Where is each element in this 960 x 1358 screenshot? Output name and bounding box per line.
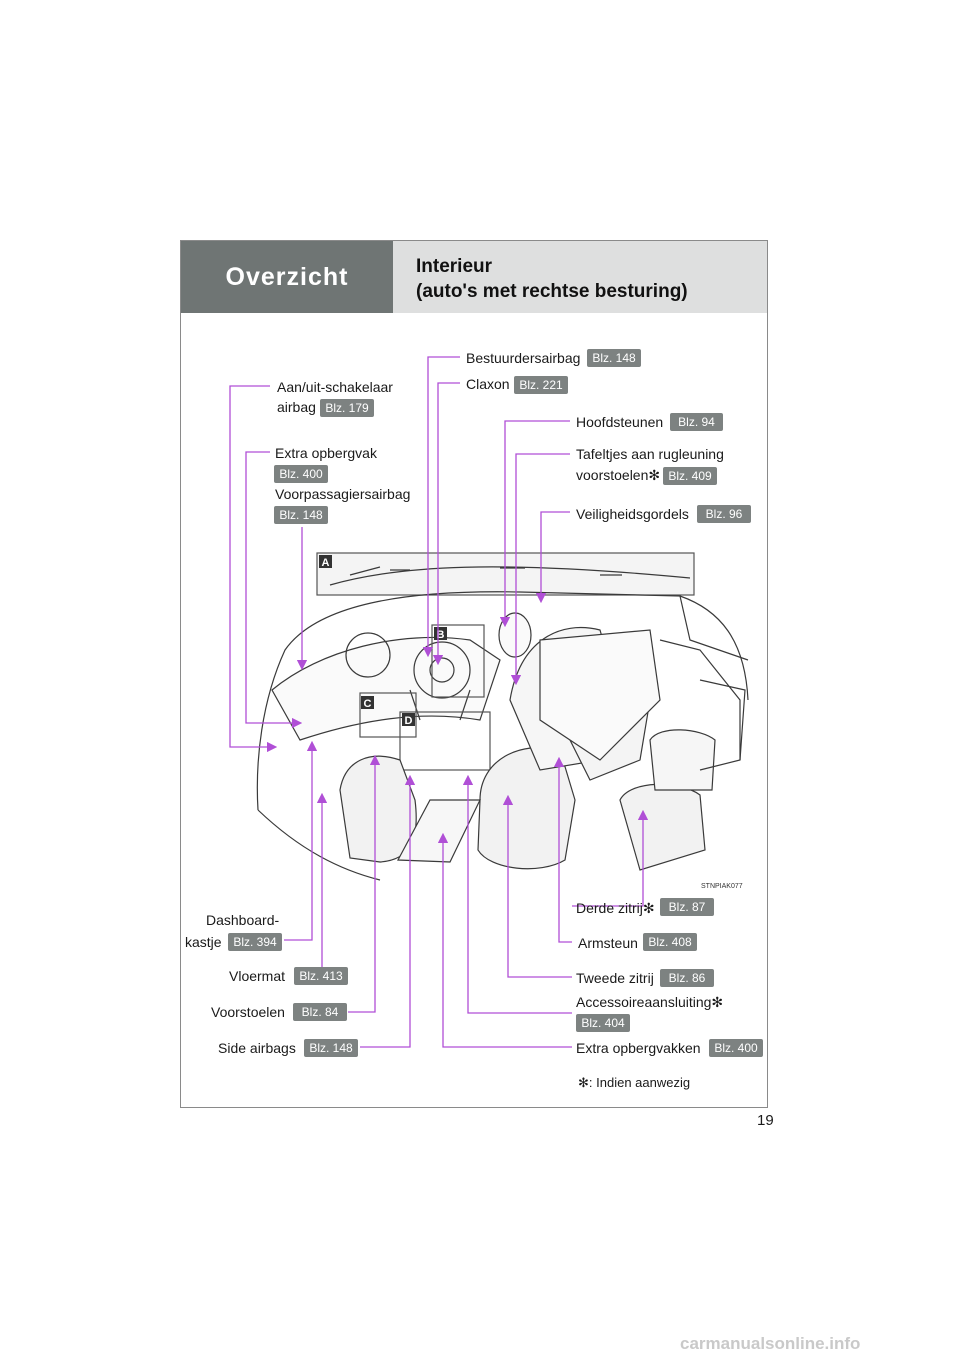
- leader-extra-opbergvakken: [437, 832, 572, 1048]
- label-tafeltjes-line1: Tafeltjes aan rugleuning: [576, 446, 724, 462]
- label-voorpassagiersairbag: Voorpassagiersairbag: [275, 486, 411, 502]
- label-extra-opbergvakken: Extra opbergvakken: [576, 1040, 701, 1056]
- page-title: Interieur (auto's met rechtse besturing): [416, 254, 688, 304]
- label-veiligheidsgordels: Veiligheidsgordels: [576, 506, 689, 522]
- page-title-line1: Interieur: [416, 256, 493, 277]
- asterisk-icon: ✻: [648, 467, 661, 483]
- badge-tafeltjes[interactable]: Blz. 409: [663, 467, 717, 485]
- callout-a: A: [322, 557, 330, 569]
- label-tweede-zitrij: Tweede zitrij: [576, 970, 654, 986]
- label-side-airbags: Side airbags: [218, 1040, 296, 1056]
- page-title-line2: (auto's met rechtse besturing): [416, 281, 688, 302]
- badge-voorpassagiersairbag[interactable]: Blz. 148: [274, 506, 328, 524]
- leader-claxon: [432, 382, 460, 666]
- label-aan-uit-line1: Aan/uit-schakelaar: [277, 379, 393, 395]
- callouts: A B C D: [319, 555, 447, 727]
- header-bar: [393, 241, 767, 313]
- leader-extra-opbergvak: [245, 451, 303, 729]
- badge-armsteun[interactable]: Blz. 408: [643, 933, 697, 951]
- section-title: Overzicht: [225, 262, 349, 291]
- leader-tafeltjes: [510, 453, 570, 686]
- leader-lines: [229, 356, 649, 1048]
- label-accessoire: Accessoireaansluiting✻: [576, 994, 723, 1011]
- label-accessoire-text: Accessoireaansluiting: [576, 994, 712, 1010]
- label-claxon: Claxon: [466, 376, 510, 392]
- callout-c: C: [364, 698, 372, 710]
- badge-aan-uit[interactable]: Blz. 179: [320, 399, 374, 417]
- label-dashboard-line1: Dashboard-: [206, 912, 280, 928]
- car-interior-drawing: [256, 552, 749, 881]
- leader-tweede-zitrij: [502, 794, 572, 978]
- leader-aan-uit: [229, 385, 278, 753]
- leader-derde-zitrij: [572, 809, 649, 907]
- page-number: 19: [757, 1112, 774, 1129]
- label-vloermat: Vloermat: [229, 968, 286, 984]
- label-aan-uit-line2: airbag: [277, 399, 316, 415]
- badge-accessoire[interactable]: Blz. 404: [576, 1014, 630, 1032]
- section-tab: Overzicht: [181, 241, 393, 313]
- label-derde-zitrij: Derde zitrij✻: [576, 900, 655, 917]
- label-derde-zitrij-text: Derde zitrij: [576, 900, 643, 916]
- badge-extra-opbergvak[interactable]: Blz. 400: [274, 465, 328, 483]
- asterisk-icon: ✻: [711, 994, 724, 1010]
- leader-voorstoelen: [348, 754, 381, 1013]
- badge-tweede-zitrij[interactable]: Blz. 86: [660, 969, 714, 987]
- label-armsteun: Armsteun: [578, 935, 638, 951]
- label-voorstoelen: Voorstoelen: [211, 1004, 285, 1020]
- leader-hoofdsteunen: [499, 420, 570, 628]
- watermark: carmanualsonline.info: [680, 1334, 861, 1353]
- leader-side-airbags: [360, 774, 416, 1048]
- badge-claxon[interactable]: Blz. 221: [514, 376, 568, 394]
- label-tafeltjes-line2: voorstoelen✻: [576, 467, 660, 484]
- label-bestuurdersairbag: Bestuurdersairbag: [466, 350, 581, 366]
- badge-dashboard[interactable]: Blz. 394: [228, 933, 282, 951]
- badge-bestuurdersairbag[interactable]: Blz. 148: [587, 349, 641, 367]
- label-hoofdsteunen: Hoofdsteunen: [576, 414, 664, 430]
- badge-side-airbags[interactable]: Blz. 148: [304, 1039, 358, 1057]
- badge-extra-opbergvakken[interactable]: Blz. 400: [709, 1039, 763, 1057]
- leader-armsteun: [553, 756, 572, 943]
- badge-voorstoelen[interactable]: Blz. 84: [293, 1003, 347, 1021]
- label-dashboard-line2: kastje: [185, 934, 222, 950]
- page-frame: [180, 240, 768, 1108]
- asterisk-icon: ✻: [578, 1075, 589, 1090]
- footnote-text: : Indien aanwezig: [588, 1075, 691, 1090]
- leader-bestuurdersairbag: [422, 356, 460, 658]
- callout-d: D: [405, 715, 413, 727]
- label-extra-opbergvak: Extra opbergvak: [275, 445, 377, 461]
- callout-b: B: [437, 629, 445, 641]
- leader-veiligheidsgordels: [535, 511, 570, 604]
- badge-hoofdsteunen[interactable]: Blz. 94: [670, 413, 723, 431]
- footnote: ✻: Indien aanwezig: [578, 1075, 690, 1091]
- image-code: STNPIAK077: [701, 883, 743, 890]
- label-tafeltjes-text: voorstoelen: [576, 467, 649, 483]
- asterisk-icon: ✻: [642, 900, 655, 916]
- leader-accessoire: [462, 774, 572, 1014]
- badge-vloermat[interactable]: Blz. 413: [294, 967, 348, 985]
- leader-dashboard: [284, 740, 318, 941]
- badge-derde-zitrij[interactable]: Blz. 87: [660, 898, 714, 916]
- badge-veiligheidsgordels[interactable]: Blz. 96: [697, 505, 751, 523]
